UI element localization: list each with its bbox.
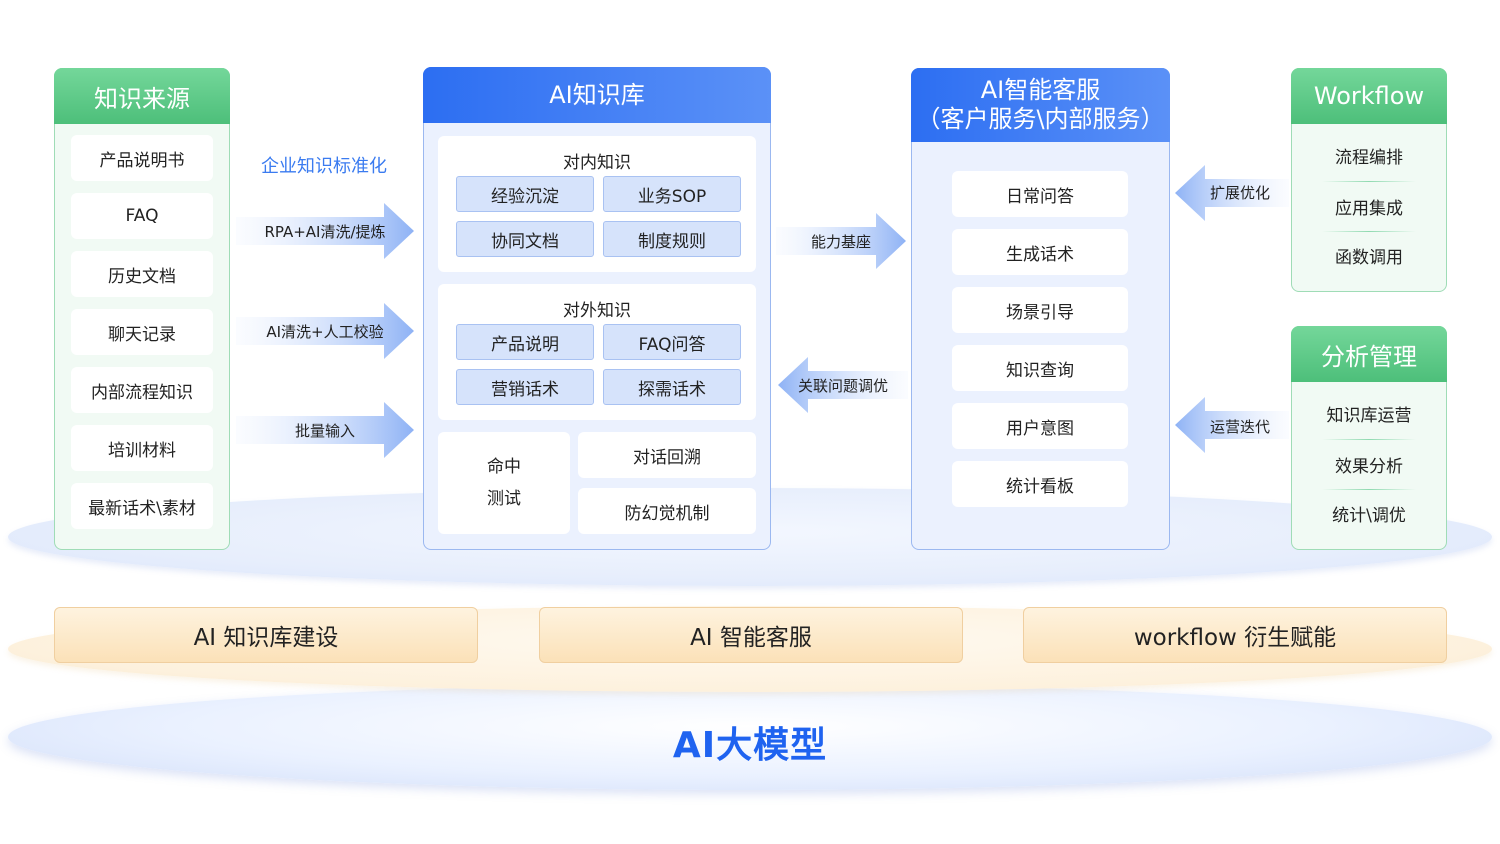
right-arrow-icon — [236, 402, 414, 458]
hit-test-line2: 测试 — [487, 489, 521, 509]
analysis-item: 统计\调优 — [1332, 506, 1406, 526]
divider — [1322, 181, 1416, 182]
arrow-label: 批量输入 — [294, 422, 355, 440]
source-item: 内部流程知识 — [71, 367, 213, 413]
arrow-label: 运营迭代 — [1209, 418, 1270, 436]
left-arrow-icon — [1175, 397, 1289, 453]
arrow-rpa-clean: RPA+AI清洗/提炼 — [236, 203, 414, 259]
knowledge-chip: 协同文档 — [456, 221, 594, 257]
source-item: 最新话术\素材 — [71, 483, 213, 529]
service-item: 场景引导 — [952, 287, 1128, 333]
right-arrow-icon — [776, 213, 906, 269]
workflow-item: 流程编排 — [1335, 148, 1403, 168]
source-item: 产品说明书 — [71, 135, 213, 181]
knowledge-sources-panel: 知识来源 产品说明书 FAQ 历史文档 聊天记录 内部流程知识 培训材料 最新话… — [54, 68, 230, 550]
external-knowledge-box: 对外知识 产品说明 FAQ问答 营销话术 探需话术 — [438, 284, 756, 420]
right-arrow-icon — [236, 303, 414, 359]
knowledge-chip: FAQ问答 — [603, 324, 741, 360]
external-knowledge-title: 对外知识 — [563, 301, 631, 321]
arrow-feedback-tuning: 关联问题调优 — [778, 357, 908, 413]
ai-service-title-line1: AI智能客服 — [980, 76, 1101, 105]
source-item: 聊天记录 — [71, 309, 213, 355]
divider — [1322, 439, 1416, 440]
ai-service-title: AI智能客服 （客户服务\内部服务） — [911, 68, 1170, 142]
analysis-item: 知识库运营 — [1326, 406, 1412, 426]
divider — [1322, 489, 1416, 490]
arrow-label: 扩展优化 — [1209, 184, 1270, 202]
arrow-batch-input: 批量输入 — [236, 402, 414, 458]
arrow-label: 关联问题调优 — [797, 377, 888, 395]
analysis-title: 分析管理 — [1291, 326, 1447, 382]
knowledge-chip: 营销话术 — [456, 369, 594, 405]
knowledge-base-title: AI知识库 — [423, 67, 771, 123]
service-item: 知识查询 — [952, 345, 1128, 391]
service-item: 生成话术 — [952, 229, 1128, 275]
hit-test-line1: 命中 — [487, 457, 521, 477]
arrow-operate-iterate: 运营迭代 — [1175, 397, 1289, 453]
workflow-item: 应用集成 — [1335, 199, 1403, 219]
hit-test-box: 命中 测试 — [438, 432, 570, 534]
source-item: 历史文档 — [71, 251, 213, 297]
service-item: 统计看板 — [952, 461, 1128, 507]
foundation-platform — [8, 684, 1492, 790]
knowledge-chip: 经验沉淀 — [456, 176, 594, 212]
capability-workflow: workflow 衍生赋能 — [1023, 607, 1447, 663]
analysis-panel: 分析管理 知识库运营 效果分析 统计\调优 — [1291, 326, 1447, 550]
arrow-label: AI清洗+人工校验 — [266, 323, 384, 341]
knowledge-chip: 探需话术 — [603, 369, 741, 405]
divider — [1322, 231, 1416, 232]
capability-kb-build: AI 知识库建设 — [54, 607, 478, 663]
source-item: FAQ — [71, 193, 213, 239]
left-arrow-icon — [778, 357, 908, 413]
anti-hallucination-box: 防幻觉机制 — [578, 488, 756, 534]
workflow-item: 函数调用 — [1335, 248, 1403, 268]
internal-knowledge-title: 对内知识 — [563, 153, 631, 173]
arrow-ai-clean: AI清洗+人工校验 — [236, 303, 414, 359]
service-item: 日常问答 — [952, 171, 1128, 217]
arrow-label: RPA+AI清洗/提炼 — [264, 223, 386, 241]
right-arrow-icon — [236, 203, 414, 259]
ai-service-panel: AI智能客服 （客户服务\内部服务） 日常问答 生成话术 场景引导 知识查询 用… — [911, 68, 1170, 550]
service-item: 用户意图 — [952, 403, 1128, 449]
left-arrow-icon — [1175, 165, 1289, 221]
internal-knowledge-box: 对内知识 经验沉淀 业务SOP 协同文档 制度规则 — [438, 136, 756, 272]
arrow-extend-optimize: 扩展优化 — [1175, 165, 1289, 221]
source-item: 培训材料 — [71, 425, 213, 471]
arrow-capability-base: 能力基座 — [776, 213, 906, 269]
knowledge-base-title-text: AI知识库 — [549, 80, 645, 109]
knowledge-chip: 产品说明 — [456, 324, 594, 360]
knowledge-chip: 制度规则 — [603, 221, 741, 257]
foundation-title: AI大模型 — [672, 725, 828, 766]
workflow-panel: Workflow 流程编排 应用集成 函数调用 — [1291, 68, 1447, 292]
knowledge-sources-title: 知识来源 — [54, 68, 230, 124]
workflow-title: Workflow — [1291, 68, 1447, 124]
ai-service-title-line2: （客户服务\内部服务） — [916, 105, 1165, 133]
dialog-trace-box: 对话回溯 — [578, 432, 756, 478]
arrow-label: 能力基座 — [810, 233, 871, 251]
analysis-item: 效果分析 — [1335, 457, 1403, 477]
knowledge-base-panel: AI知识库 对内知识 经验沉淀 业务SOP 协同文档 制度规则 对外知识 产品说… — [423, 67, 771, 550]
capability-ai-service: AI 智能客服 — [539, 607, 963, 663]
knowledge-chip: 业务SOP — [603, 176, 741, 212]
standardize-label: 企业知识标准化 — [261, 156, 387, 177]
